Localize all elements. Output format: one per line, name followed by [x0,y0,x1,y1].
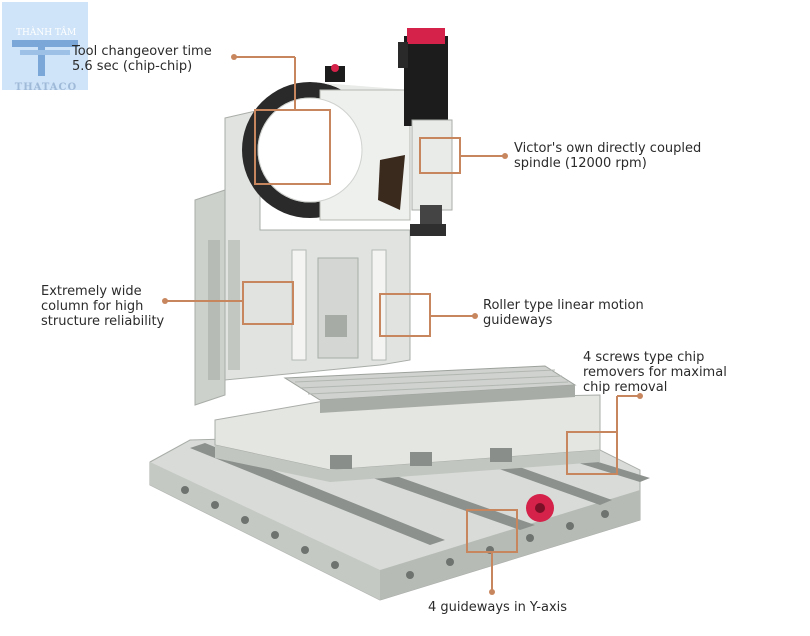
callout-line: Extremely wide [41,284,142,299]
logo-emblem-icon [12,40,78,76]
callout-line: removers for maximal [583,365,727,380]
machine-column [194,109,411,406]
callout-line: 4 guideways in Y-axis [428,600,568,615]
callout-line: Roller type linear motion [483,298,644,313]
tool-magazine-marker [254,109,331,185]
callout-line: structure reliability [41,314,165,329]
callout-spindle: Victor's own directly coupled spindle (1… [514,141,701,171]
chip-screw-end [526,494,554,522]
worktable [283,365,577,413]
callout-markers [165,56,640,592]
callout-line: spindle (12000 rpm) [514,156,647,171]
spindle-head [398,28,453,236]
column-marker [242,281,294,325]
chip-remover-marker [566,431,618,475]
callout-tool-changeover: Tool changeover time 5.6 sec (chip-chip) [72,44,212,74]
callout-column: Extremely wide column for high structure… [41,284,164,329]
callout-line: Victor's own directly coupled [514,141,702,156]
callout-line: guideways [483,313,553,328]
callout-chip-removers: 4 screws type chip removers for maximal … [583,350,727,395]
callout-line: Tool changeover time [72,44,212,59]
callout-line: 5.6 sec (chip-chip) [72,59,193,74]
callout-linear-guideways: Roller type linear motion guideways [483,298,644,328]
logo-text-bottom: THATACO [14,82,78,93]
callout-dots [162,54,643,595]
callout-y-guideways: 4 guideways in Y-axis [428,600,567,615]
callout-line: 4 screws type chip [583,350,705,365]
logo-text-top: THÀNH TÂM [16,28,77,38]
company-logo: THÀNH TÂM THATACO [2,2,88,93]
machine-base [149,429,650,601]
callout-line: chip removal [583,380,668,395]
callout-line: column for high [41,299,144,314]
tool-magazine [242,64,411,221]
machine-saddle [214,394,601,482]
